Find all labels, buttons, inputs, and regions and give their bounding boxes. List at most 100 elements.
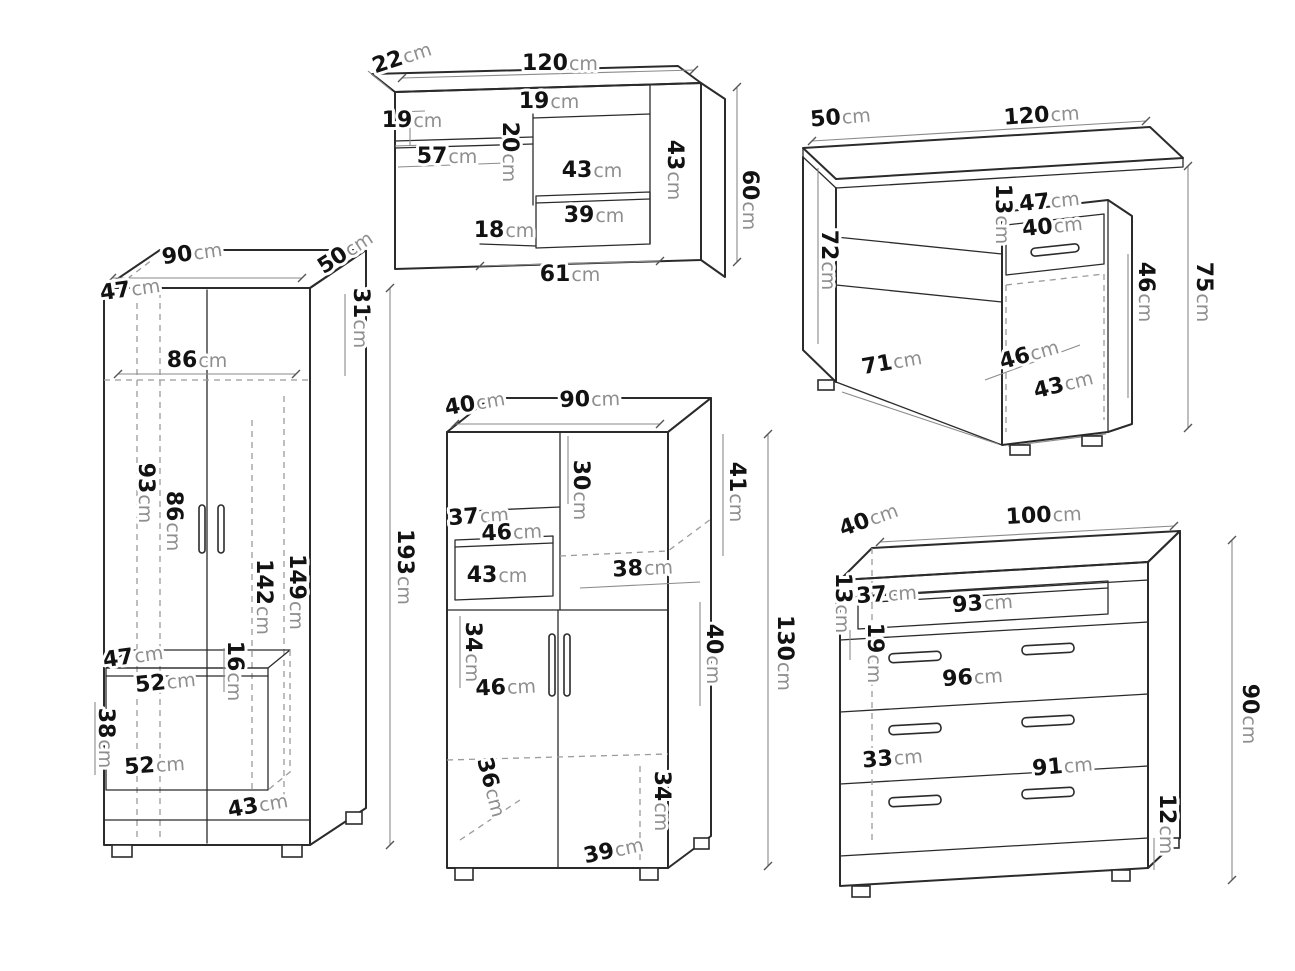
shelf-board [532, 113, 651, 119]
foot [1111, 869, 1131, 882]
drawer-handle [888, 794, 942, 808]
foot [851, 885, 871, 898]
dim-label: 12cm [1154, 794, 1179, 855]
drawer-handle [888, 650, 942, 664]
dim-label: 16cm [222, 641, 247, 702]
side-face [309, 249, 367, 846]
dim-label: 33cm [861, 743, 924, 773]
dim-label: 46cm [1133, 262, 1158, 323]
desk-drawing: 50cm 120cm 72cm 13cm 47cm 40cm 46cm 75cm… [802, 99, 1219, 456]
extension-tick [807, 116, 1193, 433]
foot [281, 844, 303, 858]
hidden-line [1005, 273, 1105, 432]
drawer-handle [1030, 243, 1080, 257]
dimension-line [841, 391, 999, 445]
dim-label: 71cm [860, 345, 924, 380]
dimension-line [401, 69, 695, 79]
dim-label: 43cm [562, 158, 623, 183]
dim-label: 41cm [724, 462, 749, 523]
hidden-line [559, 518, 712, 557]
foot [639, 867, 659, 881]
dim-label: 40cm [443, 386, 507, 421]
dim-label: 90cm [1237, 684, 1262, 745]
dimension-line [879, 525, 1175, 543]
dim-label: 43cm [467, 563, 528, 588]
foot [817, 379, 835, 391]
dim-label: 60cm [737, 170, 762, 231]
dim-label: 90cm [559, 386, 620, 413]
dim-label: 61cm [540, 262, 601, 287]
dim-label: 40cm [836, 498, 901, 542]
foot [345, 811, 363, 825]
dimension-line [479, 260, 661, 267]
dim-label: 96cm [941, 663, 1003, 692]
side-face [667, 397, 712, 869]
dim-label: 30cm [568, 460, 593, 521]
dim-label: 36cm [471, 755, 511, 820]
dim-label: 37cm [447, 502, 509, 531]
dim-label: 90cm [160, 237, 223, 270]
hidden-line [267, 650, 291, 791]
dim-label: 75cm [1191, 262, 1216, 323]
dim-label: 34cm [460, 622, 485, 683]
niche-box [857, 580, 1109, 630]
dim-label: 20cm [497, 122, 522, 183]
desk-top-thickness [802, 147, 1184, 189]
dim-label: 93cm [951, 589, 1013, 618]
shelf-board [479, 243, 537, 247]
dim-label: 47cm [101, 640, 164, 673]
dim-label: 13cm [990, 184, 1015, 245]
dim-label: 40cm [701, 624, 726, 685]
dim-label: 46cm [481, 518, 543, 546]
dim-label: 142cm [251, 559, 276, 635]
foot [1009, 444, 1031, 456]
hidden-line [109, 259, 153, 293]
floor-line [835, 381, 1003, 446]
drawer-handle [1021, 714, 1075, 728]
dim-label: 50cm [809, 102, 872, 132]
dim-label: 38cm [612, 554, 674, 582]
foot [1165, 837, 1180, 849]
dim-label: 38cm [93, 708, 118, 769]
dim-label: 39cm [564, 203, 625, 228]
foot [454, 867, 474, 881]
door-handle [198, 504, 206, 554]
compartment-box [535, 191, 651, 249]
drawer-front [1005, 213, 1105, 276]
foot [111, 844, 133, 858]
dim-label: 52cm [123, 751, 185, 780]
pedestal [1001, 199, 1133, 446]
dim-label: 19cm [519, 89, 580, 114]
hidden-line [459, 799, 521, 841]
dim-label: 31cm [348, 288, 373, 349]
drawer-handle [888, 722, 942, 736]
door-handle [563, 633, 571, 697]
niche-inner-line [454, 542, 554, 548]
dim-label: 19cm [382, 108, 443, 133]
dim-label: 43cm [226, 788, 290, 823]
dimension-line [367, 70, 392, 91]
extension-tick [397, 65, 742, 271]
wardrobe-drawing: 90cm 50cm 47cm 31cm 86cm 93cm 86cm 142cm… [90, 224, 420, 858]
dim-label: 72cm [816, 230, 841, 291]
back-crossbar [835, 236, 1003, 303]
dim-label: 120cm [522, 51, 598, 76]
door-handle [548, 633, 556, 697]
foot [1081, 435, 1103, 447]
hidden-line [446, 753, 669, 761]
extension-tick [450, 419, 773, 871]
side-face [700, 82, 726, 278]
drawer-lines [839, 621, 1149, 857]
drawer-handle [1021, 642, 1075, 656]
extension-tick [875, 521, 1237, 885]
dimension-line [811, 120, 1147, 142]
dim-label: 86cm [161, 491, 186, 552]
dim-label: 57cm [417, 144, 478, 169]
dim-label: 130cm [772, 615, 797, 691]
wall-shelf-drawing: 22cm 120cm 19cm 19cm 57cm 20cm 43cm 39cm… [366, 35, 765, 290]
dim-label: 19cm [862, 623, 887, 684]
dim-label: 52cm [134, 667, 197, 698]
dim-label: 40cm [1021, 211, 1084, 242]
